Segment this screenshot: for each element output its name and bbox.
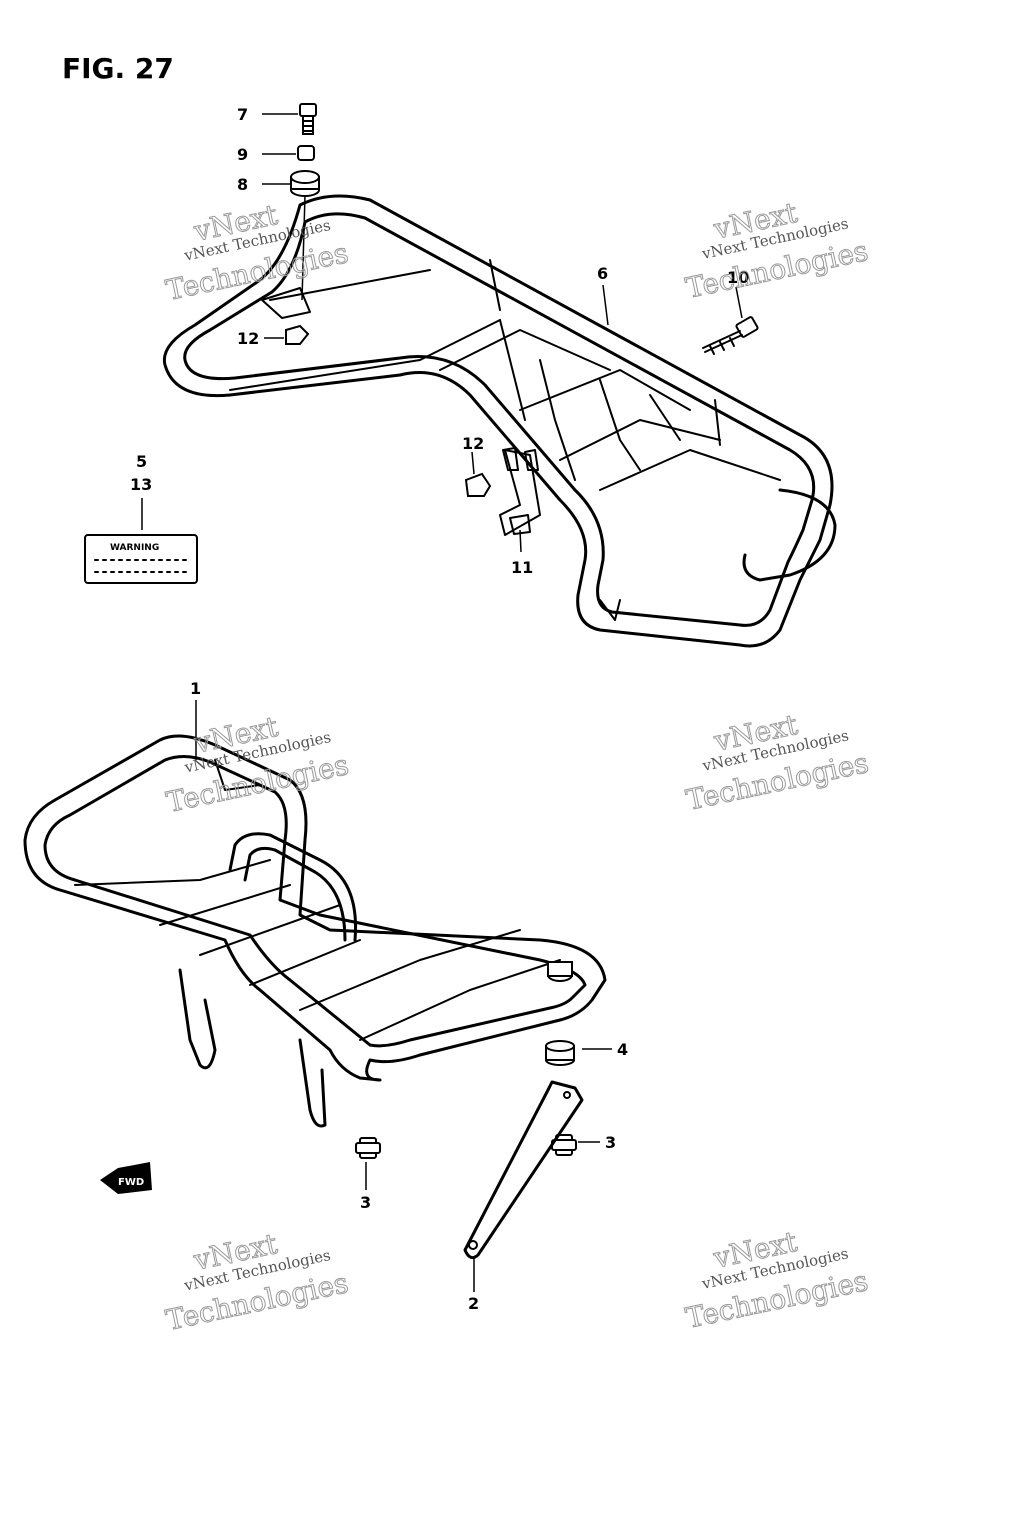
nut-part-12-upper [285,324,310,345]
watermark-mid-left: vNext vNext Technologies Technologies [163,709,352,819]
forward-label: FWD [118,1177,144,1188]
watermark-top-right: vNext vNext Technologies Technologies [682,195,871,305]
callout-10: 10 [727,268,749,287]
bolt-part-10 [702,316,759,355]
callout-9: 9 [237,145,248,164]
callout-1: 1 [190,679,201,698]
rear-carrier-frame [162,194,837,648]
figure-title: FIG. 27 [62,52,174,85]
callout-6: 6 [597,264,608,283]
callout-11: 11 [511,558,533,577]
grommet-part-4 [545,1040,575,1066]
watermark-bottom-left: vNext vNext Technologies Technologies [163,1226,352,1337]
watermark-mid-right: vNext vNext Technologies Technologies [683,707,872,817]
collar-part-9 [297,145,315,161]
callout-13: 13 [130,475,152,494]
callout-3-left: 3 [360,1193,371,1212]
callout-12-upper: 12 [237,329,259,348]
bolt-part-3-right [551,1134,577,1156]
callout-8: 8 [237,175,248,194]
nut-part-12-lower [464,472,492,497]
callout-3-right: 3 [605,1133,616,1152]
callout-2: 2 [468,1294,479,1313]
warning-label-part [84,534,198,584]
warning-label-text: WARNING [110,543,159,553]
bolt-part-7 [299,103,317,135]
grommet-part-8 [290,170,320,197]
leader-10 [735,286,743,319]
front-carrier-frame [23,734,607,1128]
watermark-top-left: vNext vNext Technologies Technologies [163,197,352,307]
assembly-axis [301,194,306,301]
leader-11 [519,529,522,553]
bolt-part-3-left [355,1137,381,1159]
callout-4: 4 [617,1040,628,1059]
callout-7: 7 [237,105,248,124]
callout-12-lower: 12 [462,434,484,453]
leader-12-lower [471,451,475,475]
watermark-bottom-right: vNext vNext Technologies Technologies [682,1224,871,1335]
brace-part-2 [463,1080,584,1260]
forward-direction-arrow: FWD [100,1162,152,1194]
leader-6 [602,284,609,326]
callout-5: 5 [136,452,147,471]
